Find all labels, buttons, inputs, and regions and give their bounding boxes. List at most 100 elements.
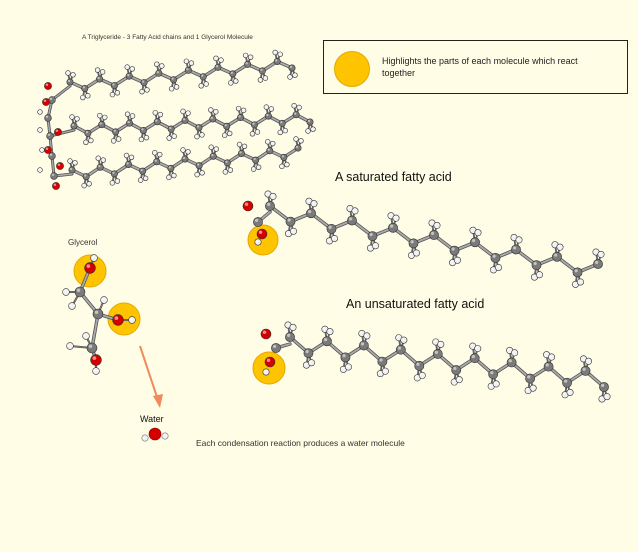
hydrogen-atom: [241, 143, 248, 150]
hydrogen-atom: [289, 323, 297, 331]
highlights: [73, 224, 286, 385]
hydrogen-atom: [269, 192, 277, 200]
hydrogen-atom: [282, 127, 288, 134]
hydrogen-atom: [157, 111, 163, 118]
hydrogen-atom: [433, 221, 441, 229]
hydrogen-atom: [185, 149, 191, 155]
hydrogen-atom: [99, 69, 106, 75]
carbon-atom: [599, 382, 609, 392]
hydrogen-atom: [233, 78, 239, 84]
hydrogen-atom: [254, 129, 261, 135]
carbon-atom: [229, 70, 237, 78]
carbon-atom: [252, 156, 260, 164]
condensation-caption: Each condensation reaction produces a wa…: [196, 438, 405, 448]
highlight-unsaturated-oh: [252, 351, 286, 385]
hydrogen-atom: [548, 353, 556, 361]
hydrogen-atom: [171, 172, 177, 179]
hydrogen-atom: [129, 113, 136, 119]
hydrogen-atom: [137, 177, 144, 183]
hydrogen-atom: [344, 363, 352, 371]
hydrogen-atom: [222, 132, 228, 138]
carbon-atom: [271, 343, 281, 353]
carbon-atom: [253, 217, 263, 227]
hydrogen-atom: [289, 227, 297, 235]
carbon-atom: [125, 72, 133, 80]
hydrogen-atom: [227, 130, 233, 137]
hydrogen-atom: [203, 81, 209, 87]
hydrogen-atom: [152, 110, 158, 116]
hydrogen-atom: [67, 158, 73, 164]
carbon-atom: [306, 208, 316, 219]
carbon-atom: [50, 172, 58, 180]
carbon-atom: [562, 377, 572, 388]
carbon-atom: [264, 112, 272, 120]
hydrogen-atom: [37, 109, 43, 115]
hydrogen-atom: [37, 167, 43, 173]
hydrogen-atom: [199, 132, 205, 138]
hydrogen-atom: [277, 129, 283, 136]
carbon-atom: [44, 114, 52, 122]
hydrogen-atom: [597, 250, 605, 258]
carbon-atom: [388, 222, 398, 233]
hydrogen-atom: [114, 178, 121, 184]
hydrogen-atom: [92, 367, 100, 375]
carbon-atom: [288, 64, 296, 72]
hydrogen-atom: [298, 138, 304, 144]
hydrogen-atom: [139, 88, 145, 95]
carbon-atom: [449, 245, 460, 256]
hydrogen-atom: [124, 111, 131, 117]
hydrogen-atom: [235, 105, 242, 112]
hydrogen-atom: [81, 182, 87, 189]
hydrogen-atom: [183, 58, 190, 64]
carbon-atom: [110, 170, 118, 178]
carbon-atom: [408, 238, 419, 249]
carbon-atom: [244, 60, 252, 68]
unsaturated-fatty-acid-molecule: [260, 321, 611, 403]
hydrogen-atom: [208, 144, 214, 150]
hydrogen-atom: [194, 171, 200, 178]
unsaturated-label: An unsaturated fatty acid: [346, 297, 485, 311]
oxygen-atom: [260, 328, 272, 340]
hydrogen-atom: [138, 136, 145, 143]
hydrogen-atom: [307, 359, 315, 367]
hydrogen-atom: [171, 133, 177, 139]
hydrogen-atom: [270, 140, 276, 147]
carbon-atom: [488, 369, 499, 380]
hydrogen-atom: [83, 139, 89, 145]
carbon-atom: [155, 69, 163, 77]
hydrogen-atom: [166, 174, 172, 181]
carbon-atom: [237, 114, 245, 122]
saturated-label: A saturated fatty acid: [335, 170, 452, 184]
hydrogen-atom: [240, 107, 247, 114]
hydrogen-atom: [326, 328, 334, 336]
hydrogen-atom: [129, 66, 135, 72]
carbon-atom: [358, 340, 369, 351]
hydrogen-atom: [94, 67, 101, 73]
carbon-atom: [195, 124, 203, 132]
triglyceride-caption: A Triglyceride - 3 Fatty Acid chains and…: [82, 34, 253, 41]
hydrogen-atom: [529, 384, 537, 392]
hydrogen-atom: [37, 127, 43, 133]
hydrogen-atom: [185, 110, 191, 116]
carbon-atom: [266, 147, 274, 155]
hydrogen-atom: [218, 57, 224, 63]
carbon-atom: [469, 353, 480, 364]
carbon-atom: [451, 365, 462, 375]
saturated-fatty-acid-molecule: [242, 190, 605, 288]
hydrogen-atom: [85, 93, 91, 99]
hydrogen-atom: [194, 133, 200, 140]
hydrogen-atom: [62, 288, 70, 296]
carbon-atom: [280, 153, 288, 161]
hydrogen-atom: [213, 146, 219, 152]
hydrogen-atom: [70, 72, 76, 78]
carbon-atom: [250, 121, 258, 129]
carbon-atom: [81, 85, 89, 93]
highlight-saturated-oh: [247, 224, 279, 256]
hydrogen-atom: [310, 200, 318, 208]
hydrogen-atom: [310, 126, 316, 132]
hydrogen-atom: [208, 107, 214, 113]
carbon-atom: [48, 152, 56, 160]
carbon-atom: [580, 365, 591, 376]
hydrogen-atom: [603, 393, 611, 401]
